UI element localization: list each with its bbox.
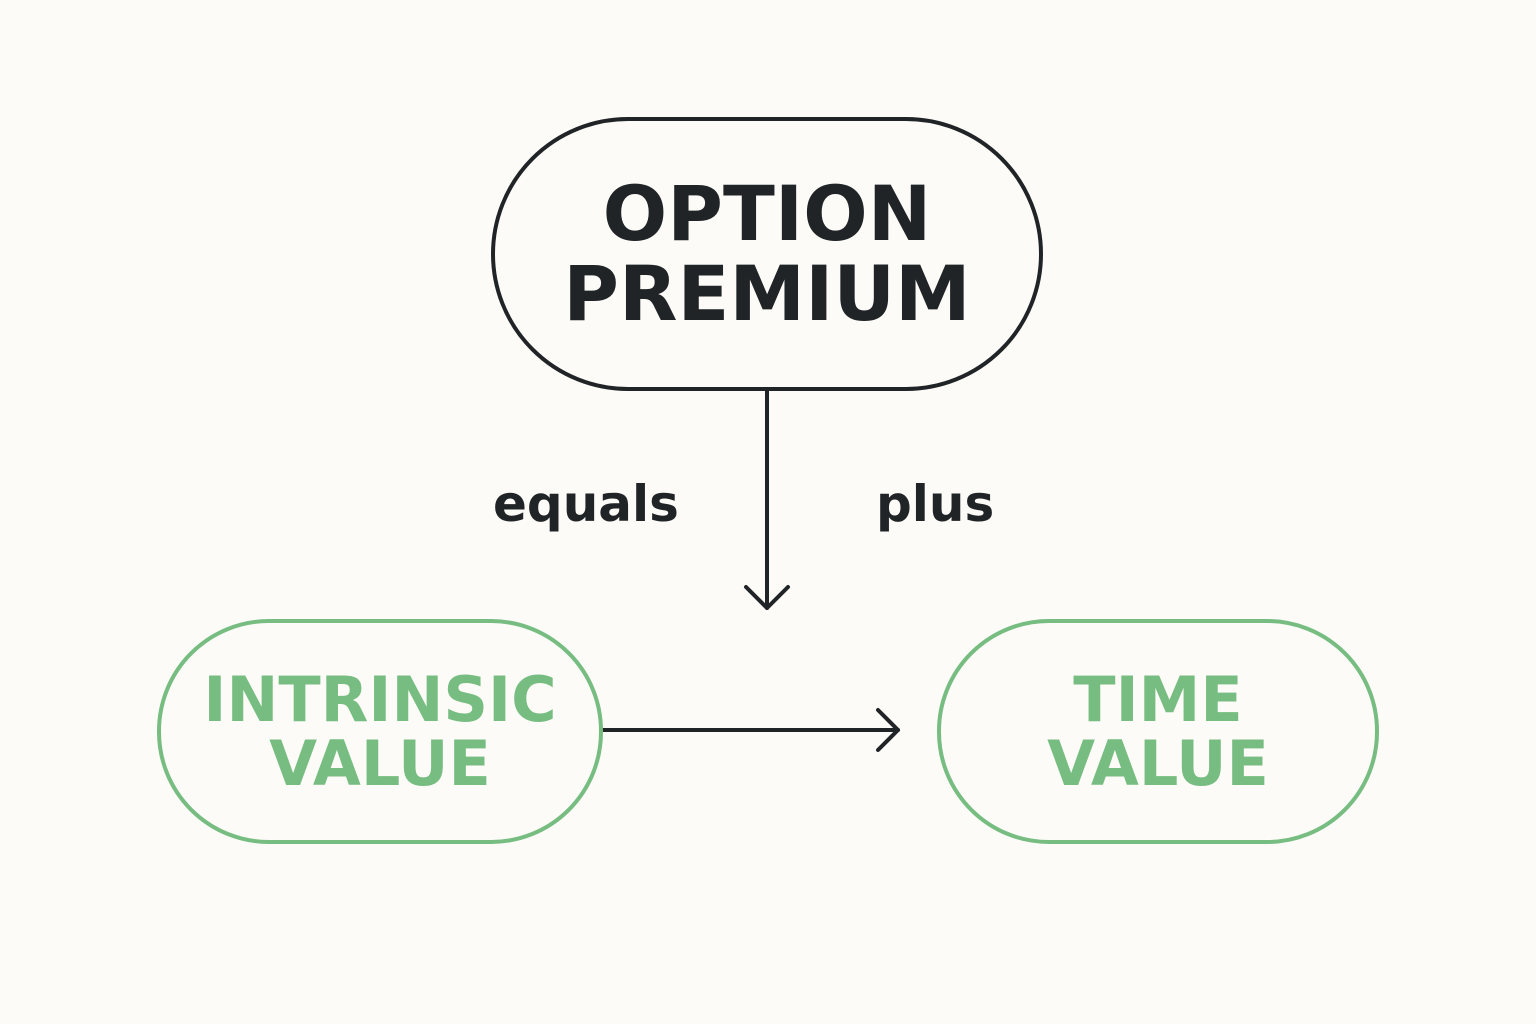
time-value-line1: TIME bbox=[1073, 662, 1243, 736]
option-premium-node: OPTION PREMIUM bbox=[491, 117, 1043, 391]
equals-label: equals bbox=[493, 475, 679, 533]
time-value-node: TIME VALUE bbox=[937, 619, 1379, 844]
intrinsic-value-node: INTRINSIC VALUE bbox=[157, 619, 603, 844]
option-premium-line2: PREMIUM bbox=[563, 249, 971, 338]
arrow-down-premium-to-intrinsic bbox=[744, 389, 790, 610]
time-value-line2: VALUE bbox=[1047, 726, 1269, 800]
intrinsic-value-line2: VALUE bbox=[269, 726, 491, 800]
option-premium-line1: OPTION bbox=[602, 169, 932, 258]
arrow-right-intrinsic-to-time bbox=[601, 708, 900, 752]
plus-label: plus bbox=[876, 475, 995, 533]
intrinsic-value-line1: INTRINSIC bbox=[203, 662, 557, 736]
